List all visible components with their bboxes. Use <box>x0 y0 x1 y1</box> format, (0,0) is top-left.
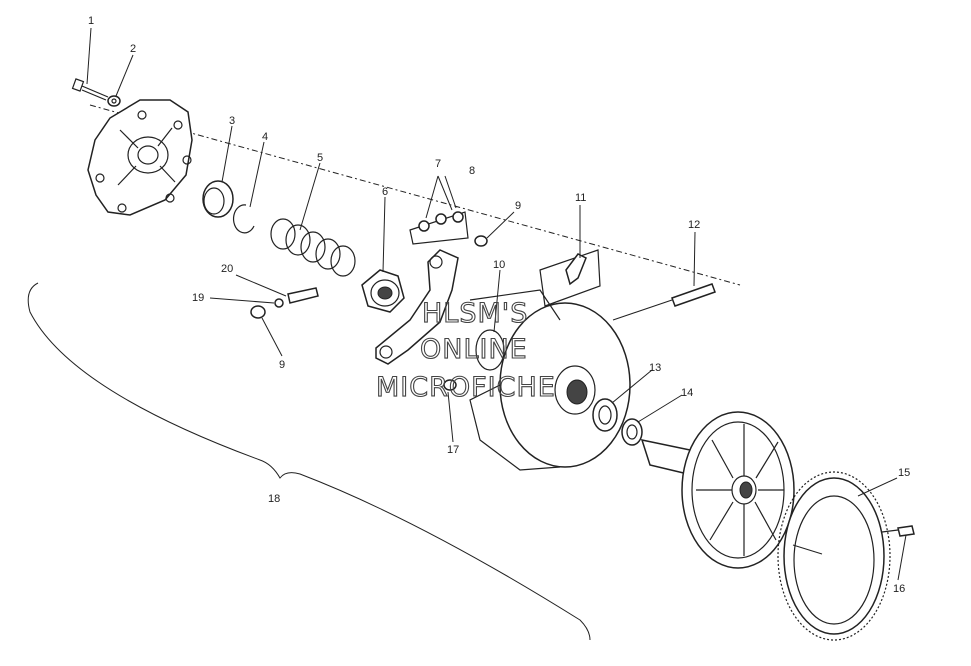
callout-18: 18 <box>268 493 280 505</box>
callout-6: 6 <box>382 186 388 198</box>
callout-3: 3 <box>229 115 235 127</box>
callout-16: 16 <box>893 583 905 595</box>
part-spring <box>270 218 356 277</box>
part-screw <box>881 525 915 537</box>
callout-5: 5 <box>317 152 323 164</box>
callout-11: 11 <box>575 192 586 204</box>
part-o-ring <box>475 329 505 371</box>
part-spacer <box>592 398 618 432</box>
bracket-group-18 <box>27 282 591 641</box>
center-axis <box>89 104 741 286</box>
part-bushing <box>202 180 234 218</box>
callout-10: 10 <box>493 259 505 271</box>
callout-17: 17 <box>447 444 459 456</box>
part-arm <box>375 249 459 365</box>
part-bracket <box>539 249 601 307</box>
part-roller-bearing <box>361 269 405 313</box>
watermark-line-1: HLSM'S <box>422 298 528 329</box>
callout-8: 8 <box>469 165 475 177</box>
part-ring-gear <box>777 471 891 641</box>
watermark-line-3: MICROFICHE <box>376 372 556 403</box>
callout-9-lower: 9 <box>279 359 285 371</box>
part-shims <box>409 211 469 245</box>
callout-7: 7 <box>435 158 441 170</box>
part-cover-plate <box>87 99 193 216</box>
callout-19: 19 <box>192 292 204 304</box>
part-fixed-sheave <box>681 411 795 569</box>
part-cap-lower <box>250 305 266 319</box>
callout-14: 14 <box>681 387 693 399</box>
callout-13: 13 <box>649 362 661 374</box>
watermark: HLSM'S ONLINE MICROFICHE <box>375 297 556 403</box>
part-washer <box>107 95 121 107</box>
callout-9-upper: 9 <box>515 200 521 212</box>
part-bolt <box>71 78 109 101</box>
part-pin <box>274 287 319 308</box>
callout-1: 1 <box>88 15 94 27</box>
callout-2: 2 <box>130 43 136 55</box>
part-snap-ring <box>232 204 255 234</box>
watermark-line-2: ONLINE <box>420 334 528 365</box>
callout-12: 12 <box>688 219 700 231</box>
leader-lines <box>86 27 907 581</box>
part-washer-large <box>621 418 643 446</box>
callout-20: 20 <box>221 263 233 275</box>
callout-15: 15 <box>898 467 910 479</box>
callout-4: 4 <box>262 131 268 143</box>
part-long-pin <box>612 283 716 321</box>
callout-labels: 1 2 3 4 5 6 7 8 9 9 10 11 12 13 14 15 16… <box>88 15 910 595</box>
part-cap-upper <box>474 235 488 247</box>
